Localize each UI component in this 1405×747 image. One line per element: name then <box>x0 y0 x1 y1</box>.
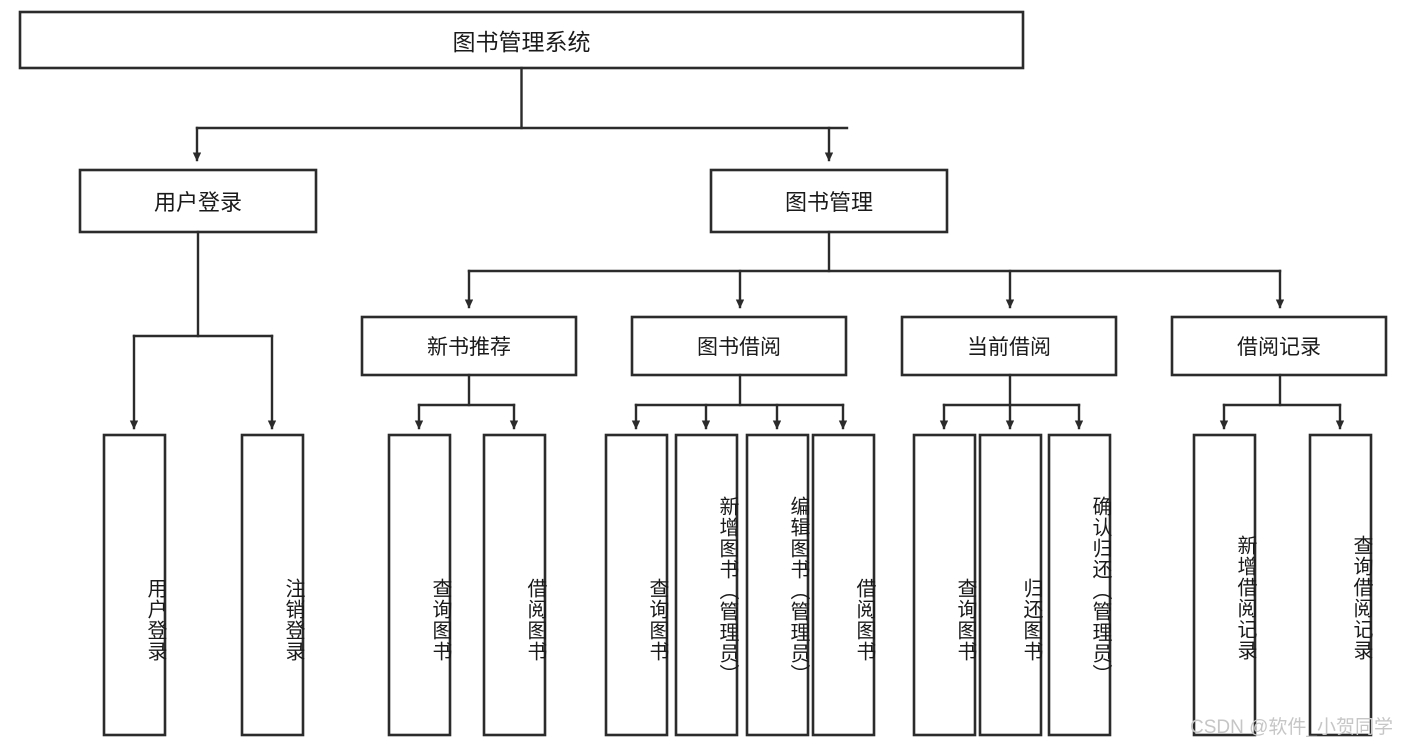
leaf-box-current-borrow-2[interactable] <box>1047 433 1112 737</box>
node-new-book-recommend-box[interactable] <box>360 315 578 377</box>
leaf-box-book-borrow-2[interactable] <box>745 433 810 737</box>
node-user-login-box[interactable] <box>78 168 318 234</box>
node-book-borrow-box[interactable] <box>630 315 848 377</box>
leaf-box-book-borrow-3[interactable] <box>811 433 876 737</box>
leaf-box-book-borrow-1[interactable] <box>674 433 739 737</box>
leaf-box-user-login-0[interactable] <box>102 433 167 737</box>
node-book-manage-box[interactable] <box>709 168 949 234</box>
leaf-box-borrow-record-1[interactable] <box>1308 433 1373 737</box>
leaf-box-borrow-record-0[interactable] <box>1192 433 1257 737</box>
leaf-box-current-borrow-0[interactable] <box>912 433 977 737</box>
node-borrow-record-box[interactable] <box>1170 315 1388 377</box>
leaf-box-book-borrow-0[interactable] <box>604 433 669 737</box>
leaf-box-new-book-1[interactable] <box>482 433 547 737</box>
leaf-box-user-login-1[interactable] <box>240 433 305 737</box>
node-current-borrow-box[interactable] <box>900 315 1118 377</box>
leaf-box-current-borrow-1[interactable] <box>978 433 1043 737</box>
node-root-box[interactable] <box>18 10 1025 70</box>
leaf-box-new-book-0[interactable] <box>387 433 452 737</box>
